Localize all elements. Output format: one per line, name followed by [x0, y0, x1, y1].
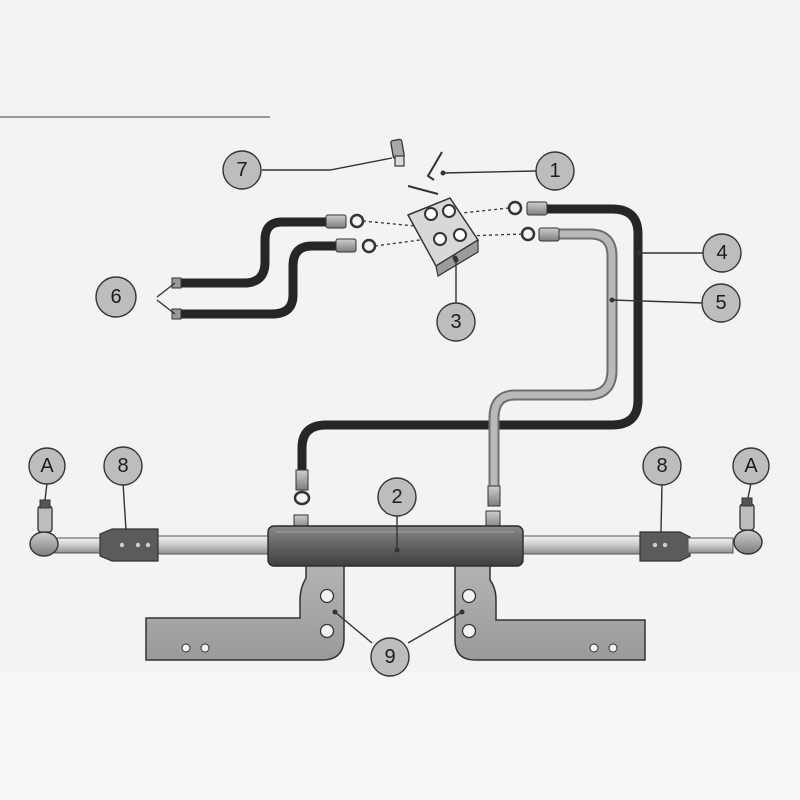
callout-9: 9	[370, 637, 410, 677]
svg-text:5: 5	[715, 292, 726, 314]
svg-text:8: 8	[117, 455, 128, 477]
hose-6-lower	[178, 241, 336, 319]
fitting-5-cylinder	[487, 485, 501, 507]
cylinder-body	[267, 525, 524, 567]
fitting-6-lower	[335, 238, 357, 253]
mounting-bracket-right	[454, 565, 646, 661]
hose-6-upper	[178, 217, 326, 288]
fitting-4-cylinder	[295, 469, 309, 491]
nut-8-left	[99, 528, 159, 562]
leader-lines	[44, 157, 752, 644]
rod-end-sleeve-right	[687, 537, 734, 554]
svg-text:1: 1	[549, 160, 560, 182]
svg-text:A: A	[40, 455, 54, 477]
allen-key-part-1	[407, 151, 443, 195]
callout-4: 4	[702, 233, 742, 273]
callout-5: 5	[701, 283, 741, 323]
svg-text:8: 8	[656, 455, 667, 477]
hose-6-lower-end	[171, 308, 182, 320]
valve-port	[424, 207, 438, 221]
leader-dots	[332, 170, 643, 615]
callout-3: 3	[436, 302, 476, 342]
fitting-6-upper	[325, 214, 347, 229]
svg-text:4: 4	[716, 242, 727, 264]
rod-end-sleeve-left	[54, 537, 104, 554]
svg-text:3: 3	[450, 311, 461, 333]
valve-port	[442, 204, 456, 218]
port-connection-lines	[362, 207, 523, 247]
svg-text:7: 7	[236, 159, 247, 181]
mounting-bracket-left	[145, 565, 345, 661]
ball-joint-left	[29, 499, 59, 557]
callout-8-right: 8	[642, 446, 682, 486]
svg-text:A: A	[744, 455, 758, 477]
svg-text:6: 6	[110, 286, 121, 308]
bottom-band	[0, 672, 800, 800]
svg-text:2: 2	[391, 486, 402, 508]
callout-a-left: A	[28, 447, 66, 485]
fitting-4-cylinder-ring	[293, 490, 311, 506]
callout-8-left: 8	[103, 446, 143, 486]
callout-a-right: A	[732, 447, 770, 485]
callout-7: 7	[222, 150, 262, 190]
hose-5	[490, 230, 616, 490]
fitting-5	[538, 227, 560, 242]
valve-port	[453, 228, 467, 242]
callout-1: 1	[535, 151, 575, 191]
svg-text:9: 9	[384, 646, 395, 668]
fitting-part-7	[390, 138, 405, 167]
valve-port	[433, 232, 447, 246]
ball-joint-right	[733, 497, 763, 555]
hose-4	[297, 204, 643, 478]
hose-6-upper-end	[171, 277, 182, 289]
callout-6: 6	[95, 276, 137, 318]
callout-2: 2	[377, 477, 417, 517]
fitting-4	[526, 201, 548, 216]
